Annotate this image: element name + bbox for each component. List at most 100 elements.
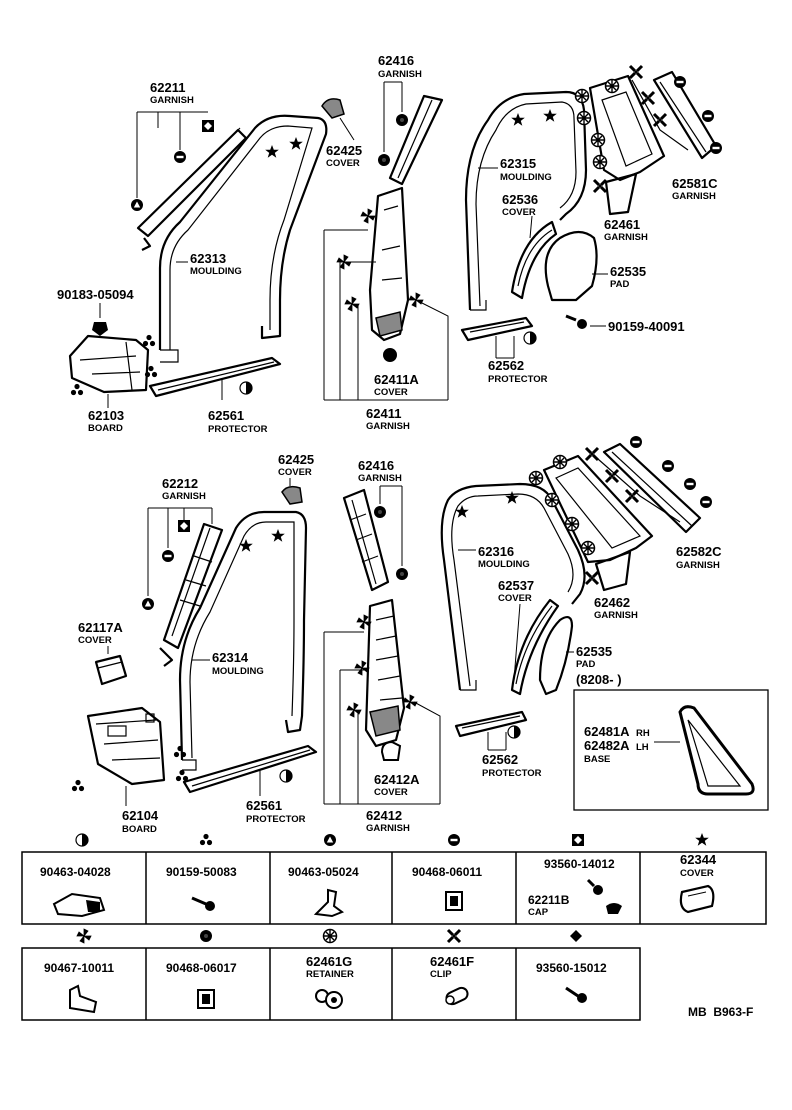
retainer-cross-icon bbox=[552, 454, 568, 470]
garnish-62462-part bbox=[542, 454, 654, 592]
slot-circle-icon bbox=[662, 460, 674, 472]
garnish-62211-part bbox=[136, 127, 248, 251]
pinwheel-icon bbox=[346, 702, 362, 718]
part-62104-number: 62104 bbox=[122, 808, 159, 823]
part-62425-number-lower: 62425 bbox=[278, 452, 314, 467]
board-62104-part bbox=[86, 706, 166, 786]
pinwheel-icon bbox=[336, 254, 352, 270]
three-dots-icon bbox=[173, 745, 187, 758]
protector-62561-part bbox=[148, 356, 282, 398]
garnish-62212-part bbox=[159, 522, 224, 667]
part-62103-name: BOARD bbox=[88, 423, 123, 434]
clip-62461F-part bbox=[445, 986, 469, 1006]
screw-93560-15012-part bbox=[565, 986, 587, 1003]
clip-x-icon bbox=[628, 64, 644, 80]
retainer-cross-icon bbox=[564, 516, 580, 532]
half-circle-icon bbox=[279, 769, 293, 783]
retainer-cross-icon bbox=[590, 132, 606, 148]
protector-62562-part bbox=[460, 316, 534, 342]
star-icon bbox=[265, 145, 279, 158]
triangle-circle-icon bbox=[324, 834, 336, 846]
retainer-cross-icon bbox=[322, 928, 338, 944]
cover-62536-part bbox=[510, 220, 558, 300]
part-62536-number: 62536 bbox=[502, 192, 538, 207]
part-62314-number: 62314 bbox=[212, 650, 249, 665]
slot-circle-icon bbox=[162, 550, 174, 562]
legend-90468-06011: 90468-06011 bbox=[412, 865, 482, 879]
clip-90183-part bbox=[92, 322, 108, 336]
part-62416-name-lower: GARNISH bbox=[358, 473, 402, 484]
nut-90468-06011-part bbox=[445, 891, 463, 911]
dark-circle-icon bbox=[200, 930, 212, 942]
dark-circle-icon bbox=[396, 568, 408, 580]
part-62425-name-lower: COVER bbox=[278, 467, 312, 478]
pinwheel-icon bbox=[76, 928, 92, 944]
star-icon bbox=[289, 137, 303, 150]
part-62561-name: PROTECTOR bbox=[208, 424, 268, 435]
screw-90159-50083-part bbox=[191, 896, 215, 911]
part-62535-number-lower: 62535 bbox=[576, 644, 612, 659]
garnish-62461-part bbox=[588, 74, 666, 216]
retainer-62461G-part bbox=[315, 989, 343, 1009]
base-name: BASE bbox=[584, 754, 610, 765]
part-62316-number: 62316 bbox=[478, 544, 514, 559]
base-inset-box bbox=[573, 689, 769, 811]
clip-x-icon bbox=[584, 446, 600, 462]
part-62537-number: 62537 bbox=[498, 578, 534, 593]
moulding-62314-part bbox=[178, 510, 308, 771]
legend-62461F-name: CLIP bbox=[430, 969, 452, 980]
half-circle-icon bbox=[75, 833, 89, 847]
part-62537-name: COVER bbox=[498, 593, 532, 604]
part-62411A-name: COVER bbox=[374, 387, 408, 398]
upper-front-door-section: 62211 GARNISH 62313 MOULDING 90183-05094 bbox=[57, 53, 449, 435]
half-circle-icon bbox=[523, 331, 537, 345]
legend-93560-14012: 93560-14012 bbox=[544, 857, 615, 871]
part-62482A-side: LH bbox=[636, 742, 649, 753]
legend-62461G-name: RETAINER bbox=[306, 969, 354, 980]
serial-note: (8208- ) bbox=[576, 672, 622, 687]
part-62462-number: 62462 bbox=[594, 595, 630, 610]
diamond-square-icon bbox=[572, 834, 584, 846]
triangle-circle-icon bbox=[142, 598, 154, 610]
part-90159-40091-number: 90159-40091 bbox=[608, 319, 685, 334]
garnish-62412-part bbox=[364, 598, 406, 748]
lower-rear-door-section: 62316 MOULDING 62462 GARNISH 62582C GARN… bbox=[440, 436, 769, 811]
part-62117A-number: 62117A bbox=[78, 620, 123, 635]
part-62117A-name: COVER bbox=[78, 635, 112, 646]
protector-62562-lower-part bbox=[454, 710, 528, 738]
part-62562-name-lower: PROTECTOR bbox=[482, 768, 542, 779]
part-62462-name: GARNISH bbox=[594, 610, 638, 621]
cover-62537-part bbox=[510, 598, 560, 696]
part-62561-number-lower: 62561 bbox=[246, 798, 282, 813]
part-62212-name: GARNISH bbox=[162, 491, 206, 502]
dark-circle-icon bbox=[374, 506, 386, 518]
part-62582C-name: GARNISH bbox=[676, 560, 720, 571]
part-62416-number-lower: 62416 bbox=[358, 458, 394, 473]
part-62535-name: PAD bbox=[610, 279, 629, 290]
pad-62535-part bbox=[544, 230, 598, 302]
part-62581C-number: 62581C bbox=[672, 176, 718, 191]
slot-circle-icon bbox=[630, 436, 642, 448]
part-62412-name: GARNISH bbox=[366, 823, 410, 834]
moulding-62315-part bbox=[464, 90, 588, 311]
slot-circle-icon bbox=[448, 834, 460, 846]
star-icon bbox=[543, 109, 557, 122]
three-dots-icon bbox=[70, 383, 84, 396]
part-62411-number: 62411 bbox=[366, 406, 401, 421]
clip-x-icon bbox=[592, 178, 608, 194]
legend-62461F: 62461F bbox=[430, 954, 474, 969]
part-62536-name: COVER bbox=[502, 207, 536, 218]
garnish-62416-part bbox=[388, 94, 444, 186]
protector-62561-lower-part bbox=[182, 744, 318, 794]
part-62411A-number: 62411A bbox=[374, 372, 419, 387]
part-62416-name: GARNISH bbox=[378, 69, 422, 80]
board-62103-part bbox=[68, 334, 150, 394]
legend-90159-50083: 90159-50083 bbox=[166, 865, 237, 879]
part-62562-name: PROTECTOR bbox=[488, 374, 548, 385]
screw-90159-40091-part bbox=[565, 314, 587, 329]
upper-rear-door-section: 62315 MOULDING 62461 GARNISH 62581C GARN… bbox=[460, 64, 722, 385]
slot-circle-icon bbox=[174, 151, 186, 163]
part-62461-number: 62461 bbox=[604, 217, 640, 232]
part-62315-name: MOULDING bbox=[500, 172, 552, 183]
